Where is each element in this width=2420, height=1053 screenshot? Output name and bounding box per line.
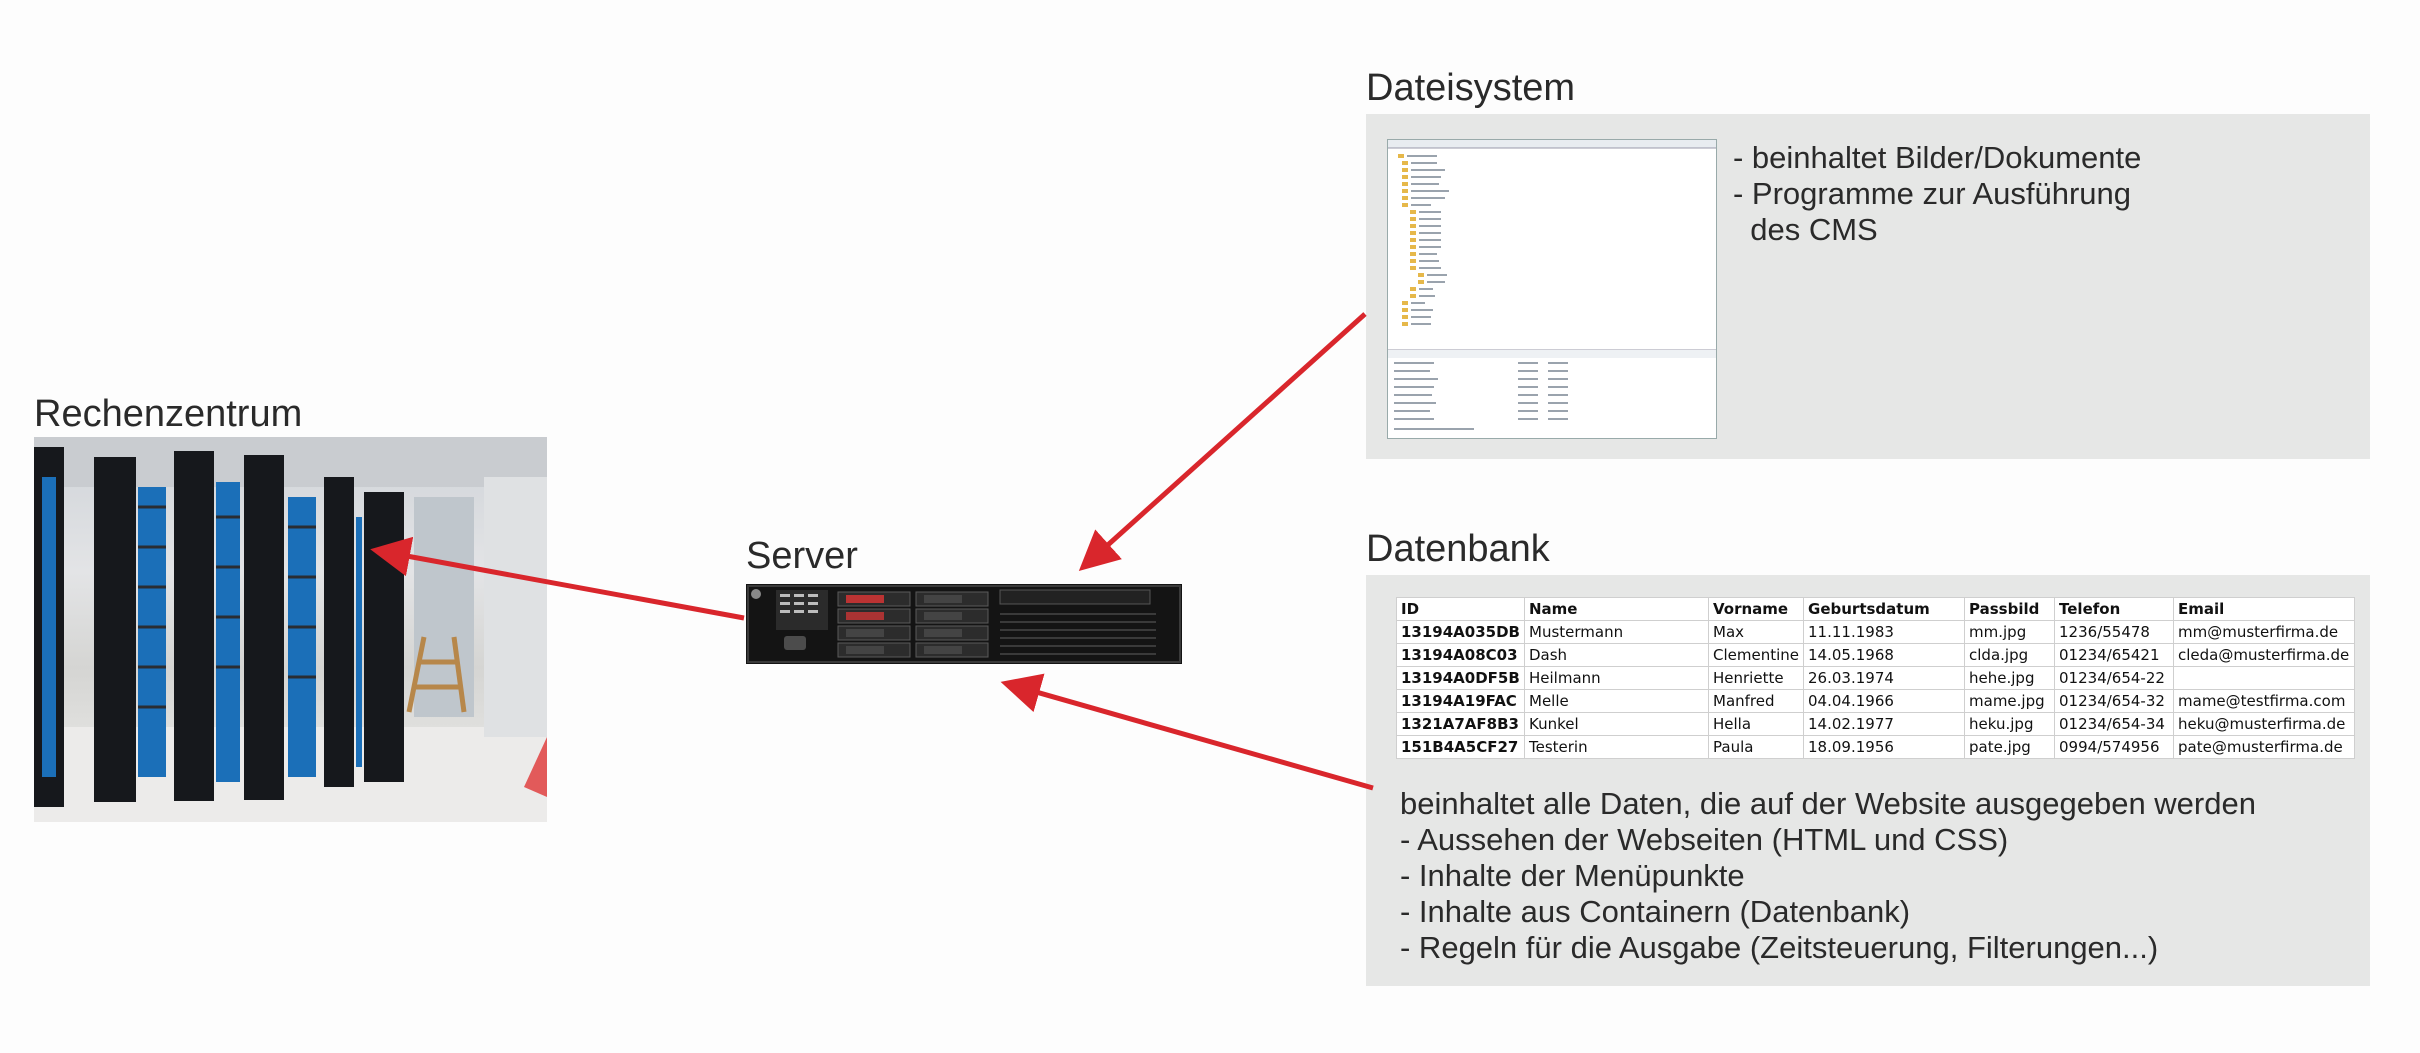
table-row: 13194A08C03 Dash Clementine 14.05.1968 c… xyxy=(1396,643,2356,667)
datenbank-bullet: - Inhalte der Menüpunkte xyxy=(1400,858,1745,893)
cell-name: Heilmann xyxy=(1524,666,1709,690)
cell-telefon: 01234/654-32 xyxy=(2054,689,2175,713)
cell-passbild: mame.jpg xyxy=(1964,689,2056,713)
datenbank-bullet: - Aussehen der Webseiten (HTML und CSS) xyxy=(1400,822,2009,857)
column-header-email: Email xyxy=(2173,597,2356,621)
cell-geburtsdatum: 26.03.1974 xyxy=(1803,666,1966,690)
cell-vorname: Clementine xyxy=(1707,643,1805,667)
datenbank-bullet: beinhaltet alle Daten, die auf der Websi… xyxy=(1400,786,2256,821)
cell-geburtsdatum: 18.09.1956 xyxy=(1803,735,1966,759)
cell-email: mame@testfirma.com xyxy=(2173,689,2356,713)
arrow-server-to-rechenzentrum xyxy=(370,536,745,621)
arrow-dateisystem-to-server xyxy=(1078,312,1367,572)
column-header-id: ID xyxy=(1396,597,1525,621)
cell-id: 13194A0DF5B xyxy=(1396,666,1525,690)
datenbank-bullet: - Inhalte aus Containern (Datenbank) xyxy=(1400,894,1911,929)
cell-name: Dash xyxy=(1524,643,1709,667)
cell-name: Mustermann xyxy=(1524,620,1709,644)
table-row: 1321A7AF8B3 Kunkel Hella 14.02.1977 heku… xyxy=(1396,712,2356,736)
column-header-telefon: Telefon xyxy=(2054,597,2175,621)
cell-passbild: pate.jpg xyxy=(1964,735,2056,759)
table-row: 13194A035DB Mustermann Max 11.11.1983 mm… xyxy=(1396,620,2356,644)
table-row: 13194A0DF5B Heilmann Henriette 26.03.197… xyxy=(1396,666,2356,690)
cell-email: pate@musterfirma.de xyxy=(2173,735,2356,759)
datenbank-bullets: beinhaltet alle Daten, die auf der Websi… xyxy=(1400,786,2256,966)
datenbank-bullet: - Regeln für die Ausgabe (Zeitsteuerung,… xyxy=(1400,930,2159,965)
column-header-name: Name xyxy=(1524,597,1709,621)
table-row: 13194A19FAC Melle Manfred 04.04.1966 mam… xyxy=(1396,689,2356,713)
cell-id: 13194A035DB xyxy=(1396,620,1525,644)
cell-telefon: 01234/654-22 xyxy=(2054,666,2175,690)
cell-vorname: Henriette xyxy=(1707,666,1805,690)
cell-email: cleda@musterfirma.de xyxy=(2173,643,2356,667)
arrow-datenbank-to-server xyxy=(1000,673,1374,791)
cell-geburtsdatum: 14.02.1977 xyxy=(1803,712,1966,736)
dateisystem-bullet: des CMS xyxy=(1733,212,1878,247)
dateisystem-label: Dateisystem xyxy=(1366,67,1576,109)
rechenzentrum-label: Rechenzentrum xyxy=(34,393,303,435)
column-header-vorname: Vorname xyxy=(1707,597,1805,621)
cell-passbild: heku.jpg xyxy=(1964,712,2056,736)
datenbank-label: Datenbank xyxy=(1366,528,1550,570)
server-image xyxy=(746,584,1182,664)
cell-vorname: Manfred xyxy=(1707,689,1805,713)
cell-geburtsdatum: 14.05.1968 xyxy=(1803,643,1966,667)
database-table: ID Name Vorname Geburtsdatum Passbild Te… xyxy=(1396,597,2356,759)
cell-id: 1321A7AF8B3 xyxy=(1396,712,1525,736)
cell-passbild: hehe.jpg xyxy=(1964,666,2056,690)
dateisystem-bullet: - beinhaltet Bilder/Dokumente xyxy=(1733,140,2142,175)
server-label: Server xyxy=(746,535,858,577)
cell-telefon: 0994/574956 xyxy=(2054,735,2175,759)
dateisystem-bullets: - beinhaltet Bilder/Dokumente - Programm… xyxy=(1733,140,2141,248)
column-header-passbild: Passbild xyxy=(1964,597,2056,621)
cell-vorname: Paula xyxy=(1707,735,1805,759)
cell-telefon: 01234/654-34 xyxy=(2054,712,2175,736)
table-header-row: ID Name Vorname Geburtsdatum Passbild Te… xyxy=(1396,597,2356,621)
cell-name: Melle xyxy=(1524,689,1709,713)
dateisystem-bullet: - Programme zur Ausführung xyxy=(1733,176,2132,211)
cell-id: 151B4A5CF27 xyxy=(1396,735,1525,759)
filesystem-screenshot xyxy=(1387,139,1717,439)
datacenter-photo xyxy=(34,437,547,822)
column-header-geburtsdatum: Geburtsdatum xyxy=(1803,597,1966,621)
cell-email: mm@musterfirma.de xyxy=(2173,620,2356,644)
cell-telefon: 01234/65421 xyxy=(2054,643,2175,667)
cell-id: 13194A19FAC xyxy=(1396,689,1525,713)
table-row: 151B4A5CF27 Testerin Paula 18.09.1956 pa… xyxy=(1396,735,2356,759)
cell-email xyxy=(2173,666,2356,690)
